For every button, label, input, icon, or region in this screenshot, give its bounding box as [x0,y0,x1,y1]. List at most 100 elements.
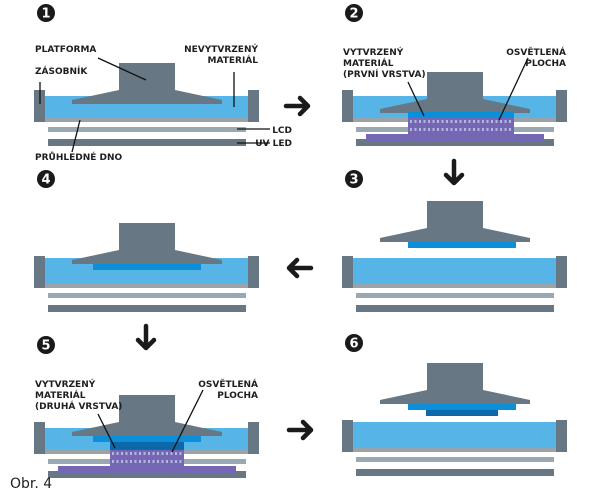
transparent-bottom [45,284,248,288]
lcd-pixel [139,460,141,463]
lcd-pixel [112,452,114,455]
label-transparent-bottom: PRŮHLEDNÉ DNO [35,151,123,163]
leader-line [498,57,529,121]
lcd-pixel [152,452,155,455]
lcd-pixel [134,452,137,455]
label-uncured-material: MATERIÁL [208,54,259,66]
lcd-pixel [428,120,430,123]
label-cured-material: MATERIÁL [35,389,86,401]
lcd-pixel [157,452,159,455]
lcd-pixel [482,120,484,123]
step-badge [345,4,363,22]
lcd-pixel [455,128,457,131]
lcd-pixel [432,120,435,123]
step-number: 3 [349,173,358,188]
lcd-pixel [500,120,502,123]
lcd-layer [356,457,554,462]
tank-wall-right [248,422,259,454]
lcd-pixel [473,120,475,123]
lcd-pixel [419,128,421,131]
step-number: 5 [41,339,50,354]
lcd-pixel [143,460,146,463]
panel-6: 6 [342,334,567,476]
lcd-pixel [179,452,182,455]
transparent-bottom [353,284,556,288]
label-platform: PLATFORMA [35,45,96,55]
label-uncured-material: NEVYTVRZENÝ [184,43,258,55]
lcd-pixel [161,452,164,455]
leader-line [97,57,147,81]
tank-wall-left [342,420,353,452]
label-cured-material: VYTVRZENÝ [343,46,404,58]
lcd-pixel [477,128,480,131]
lcd-pixel [446,128,448,131]
label-cured-material: (PRVNÍ VRSTVA) [343,68,426,80]
uv-light-emission [366,134,544,141]
tank-wall-right [248,90,259,122]
lcd-pixel [125,460,128,463]
step-number: 4 [41,173,50,188]
uv-led-layer [356,469,554,476]
build-platform [380,201,530,242]
lcd-pixel [437,128,439,131]
build-platform [72,63,222,104]
label-cured-material: VYTVRZENÝ [35,378,96,390]
lcd-pixel [175,460,177,463]
lcd-pixel [410,128,412,131]
lcd-pixel [486,120,489,123]
step-badge [345,334,363,352]
lcd-pixel [500,128,502,131]
tank-wall-left [34,90,45,122]
tank-wall-left [34,422,45,454]
tank-wall-right [248,256,259,288]
lcd-pixel [509,128,511,131]
lcd-pixel [134,460,137,463]
cured-layer-2 [110,442,184,450]
uv-led-layer [48,471,246,478]
lcd-pixel [139,452,141,455]
cured-layer-1 [93,436,201,442]
arrow-down-icon [135,323,157,351]
lcd-pixel [504,128,507,131]
cured-layer-1 [408,242,516,248]
lcd-pixel [428,128,430,131]
lcd-pixel [491,128,493,131]
lcd-pixel [116,452,119,455]
lcd-pixel [477,120,480,123]
lcd-pixel [423,120,426,123]
transparent-bottom [45,118,248,122]
lcd-pixel [486,128,489,131]
arrow-right-icon [286,419,314,441]
label-cured-material: MATERIÁL [343,57,394,69]
build-platform [72,223,222,264]
arrow-left-icon [286,257,314,279]
lcd-pixel [468,128,471,131]
label-cured-material: (DRUHÁ VRSTVA) [35,400,122,412]
uncured-resin [353,422,556,448]
cured-layer-1 [93,264,201,270]
leader-line [407,81,425,117]
lcd-pixel [441,128,444,131]
build-platform [380,363,530,404]
cured-layer-2 [426,410,498,416]
lcd-pixel [450,120,453,123]
lcd-pixel [509,120,511,123]
label-illuminated-area: PLOCHA [217,391,258,401]
panel-4: 4 [34,170,259,312]
tank-wall-left [342,256,353,288]
label-tank: ZÁSOBNÍK [35,65,88,77]
lcd-pixel [437,120,439,123]
cured-layer-1 [408,112,514,118]
lcd-pixel [125,452,128,455]
lcd-pixel [414,128,417,131]
uncured-resin [353,258,556,284]
lcd-pixel [170,452,173,455]
lcd-layer [48,127,246,132]
label-uv-led: UV LED [255,139,292,149]
step-badge [37,170,55,188]
lcd-pixel [482,128,484,131]
lcd-pixel [495,128,498,131]
uv-led-layer [356,305,554,312]
lcd-pixel [455,120,457,123]
lcd-layer [48,293,246,298]
